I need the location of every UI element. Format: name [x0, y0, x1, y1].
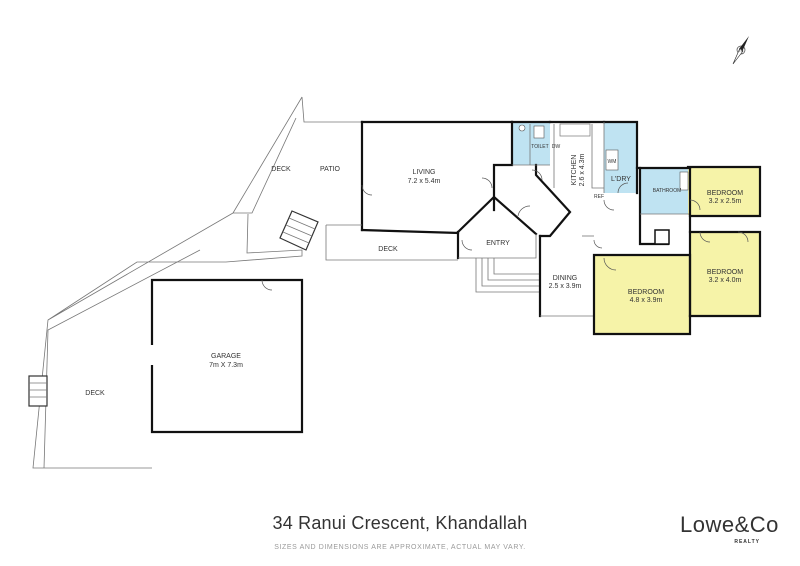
compass-label: N: [739, 48, 743, 54]
room-label-ref: REF: [594, 194, 604, 200]
lower-deck-stairs: [28, 375, 48, 407]
logo-name: Lowe&Co: [680, 512, 779, 537]
property-address: 34 Ranui Crescent, Khandallah: [272, 513, 528, 533]
room-label-dining: DINING: [553, 275, 578, 282]
room-dim-kitchen: 2.6 x 4.3m: [579, 153, 586, 186]
entry-steps: [475, 258, 540, 293]
room-label-patio: PATIO: [320, 166, 341, 173]
room-label-living: LIVING: [413, 169, 436, 176]
room-dim-living: 7.2 x 5.4m: [408, 178, 441, 185]
room-label-deck-middle: DECK: [378, 246, 398, 253]
logo-tagline: REALTY: [734, 539, 760, 545]
garage-walls: [150, 278, 304, 434]
room-dim-garage: 7m X 7.3m: [209, 362, 243, 369]
room-label-wm: WM: [608, 159, 617, 165]
room-dim-bedroom-3: 4.8 x 3.9m: [630, 297, 663, 304]
room-label-entry: ENTRY: [486, 240, 510, 247]
agency-logo: Lowe&Co REALTY: [680, 513, 790, 553]
room-label-garage: GARAGE: [211, 353, 241, 360]
room-label-laundry: L'DRY: [611, 176, 631, 183]
room-dim-dining: 2.5 x 3.9m: [549, 283, 582, 290]
room-dim-bedroom-2: 3.2 x 4.0m: [709, 277, 742, 284]
room-label-deck-lower: DECK: [85, 390, 105, 397]
dimension-disclaimer: SIZES AND DIMENSIONS ARE APPROXIMATE, AC…: [274, 544, 526, 551]
compass-icon: N: [732, 36, 749, 65]
room-label-bedroom-1: BEDROOM: [707, 190, 743, 197]
room-label-bedroom-2: BEDROOM: [707, 269, 743, 276]
deck-outline: [32, 96, 362, 469]
room-label-bathroom: BATHROOM: [653, 188, 682, 194]
room-label-deck-upper: DECK: [271, 166, 291, 173]
bedroom-fills: [594, 167, 760, 334]
room-label-dw: DW: [552, 144, 561, 150]
upper-deck-stairs: [279, 210, 319, 251]
room-label-kitchen: KITCHEN: [571, 155, 578, 186]
room-label-bedroom-3: BEDROOM: [628, 289, 664, 296]
room-label-toilet: TOILET: [531, 144, 548, 150]
room-dim-bedroom-1: 3.2 x 2.5m: [709, 198, 742, 205]
